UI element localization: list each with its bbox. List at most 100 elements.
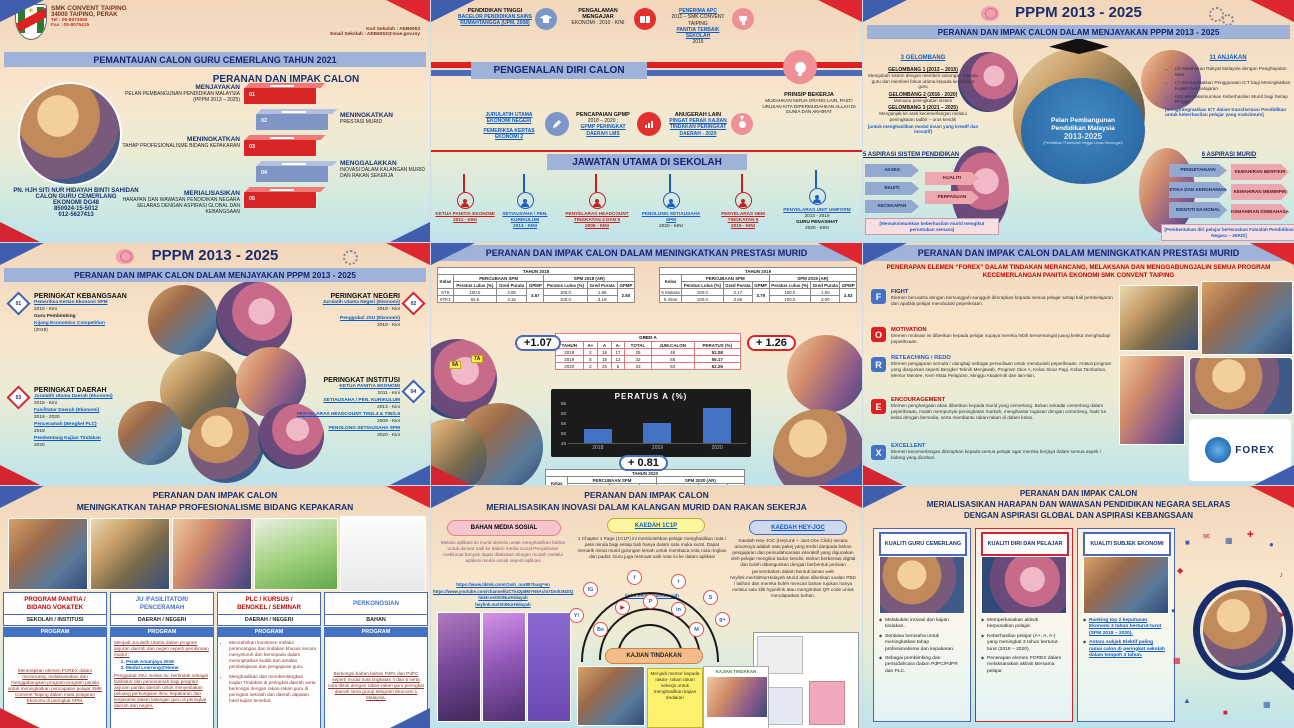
item-text: Elemen kecemerlangan diterapkan kepada s…	[891, 449, 1102, 460]
activity-photo	[8, 518, 88, 590]
youtube-icon[interactable]: ▶	[615, 600, 630, 615]
q4-heading: PERINGKAT INSTITUSI	[323, 377, 400, 384]
col-text: Menerapkan elemen FOREX dalam merancang,…	[3, 636, 107, 728]
messenger-icon[interactable]: M	[689, 622, 704, 637]
flickr-icon[interactable]: Y!	[569, 608, 584, 623]
brain-icon	[116, 249, 134, 264]
impact-desc: TAHAP PROFESIONALISME BIDANG KEPAKARAN	[122, 143, 240, 149]
monitor-icon: ▦	[1263, 700, 1271, 709]
impact-box-02: 02	[256, 111, 328, 130]
slide-1: ★ SMK CONVENT TAIPING 34000 TAIPING, PER…	[0, 0, 430, 242]
media-sosial-links[interactable]: https://www.tiktok.com/@siti_nur85?lang=…	[433, 582, 574, 607]
col-sub: SEKOLAH / INSTITUSI	[3, 615, 107, 626]
mail-icon: ✉	[1203, 532, 1210, 541]
slide-3: PPPM 2013 - 2025 PERANAN DAN IMPAK CALON…	[863, 0, 1294, 242]
anugerah-block: ANUGERAH LAIN PINGAT PERAK KAJIAN TINDAK…	[669, 112, 727, 137]
impact-desc: PELAN PEMBANGUNAN PENDIDIKAN MALAYSIA (P…	[125, 91, 240, 103]
box-number: 04	[261, 170, 268, 176]
gelombang-heading[interactable]: 3 GELOMBANG	[900, 55, 946, 61]
corner-triangle	[390, 465, 430, 485]
facebook-icon[interactable]: f	[627, 570, 642, 585]
card3-bullets[interactable]: Ranking top 2 keputusan Ekonomi 3 tahun …	[1083, 618, 1167, 662]
gpmp-link[interactable]: GPMP PERINGKAT DAERAH LMS	[580, 124, 626, 137]
item-text: Elemen motivasi ini diberikan kepada pel…	[891, 333, 1111, 344]
anugerah-link[interactable]: PINGAT PERAK KAJIAN TINDAKAN PERINGKAT D…	[669, 118, 727, 137]
twitter-icon[interactable]: t	[671, 574, 686, 589]
edu-link[interactable]: BACELOR PENDIDIKAN SAINS RUMAHTANGGA (UP…	[458, 14, 532, 27]
school-tel: Tel : 05-8073650	[51, 18, 88, 23]
forex-item-encouragement: ENCOURAGEMENT Elemen penghargaan akan di…	[891, 397, 1113, 421]
modul-links[interactable]: Perak Amanjaya 2018Modul Learning@Home	[126, 659, 210, 671]
ju-link1[interactable]: JURULATIH UTAMA EKONOMI NEGERI	[485, 112, 533, 125]
calculator-icon: ▦	[1225, 536, 1233, 545]
anjakan-heading[interactable]: 11 ANJAKAN	[1209, 55, 1247, 61]
globe-icon	[1205, 437, 1232, 463]
q2-heading: PERINGKAT NEGERI	[330, 293, 401, 300]
instagram-icon[interactable]: IG	[583, 582, 598, 597]
pinterest-icon[interactable]: P	[643, 594, 658, 609]
linkedin-icon[interactable]: in	[671, 602, 686, 617]
diamond-02: 02	[401, 291, 426, 316]
classroom-photo	[1201, 281, 1293, 355]
col-text: Berkongsi bahan-bahan PdPc dan PdPC sepe…	[324, 636, 428, 728]
slide-4: PPPM 2013 - 2025 PERANAN DAN IMPAK CALON…	[0, 243, 430, 485]
impact-desc: INOVASI DALAM KALANGAN MURID DAN RAKAN S…	[340, 167, 425, 179]
chip-etika: ETIKA DAN KEROHANIAN	[1169, 182, 1227, 198]
pill-kaedah-hey-joc[interactable]: KAEDAH HEY-JOC	[749, 520, 847, 535]
forex-graphic: FOREX	[1189, 419, 1291, 481]
bulb-icon	[808, 170, 826, 205]
ju-link2[interactable]: PEMERIKSA KERTAS EKONOMI 2	[483, 127, 535, 140]
school-fax: Fax : 05-8075415	[51, 23, 90, 28]
aspirasi-sistem-note: [Memaksimumkan keberhasilan murid mengik…	[865, 218, 999, 235]
apc-link[interactable]: PENERIMA APC	[679, 8, 717, 14]
impact-title: MERIALISASIKAN	[184, 190, 240, 197]
impact-box-01: 01	[244, 85, 316, 104]
tiktok-screenshot	[482, 612, 526, 722]
box-number: 05	[249, 196, 256, 202]
apc-link2[interactable]: PANITIA TERBAIK SEKOLAH	[676, 26, 720, 39]
impact-box-04: 04	[256, 163, 328, 182]
chip-ekuiti: EKUITI	[865, 182, 919, 195]
search-icon: ◆	[1177, 566, 1184, 575]
result-tag-7a: 7A	[471, 355, 484, 363]
pill-kaedah-1c1p[interactable]: KAEDAH 1C1P	[607, 518, 705, 533]
card2-photo	[981, 556, 1067, 614]
slide9-title3: DENGAN ASPIRASI GLOBAL DAN ASPIRASI KEBA…	[963, 511, 1194, 520]
chip-perpaduan: PERPADUAN	[925, 191, 979, 204]
behance-icon[interactable]: Be	[593, 622, 608, 637]
impact-box-05: 05	[244, 189, 316, 208]
slide-9: PERANAN DAN IMPAK CALON MERIALISASIKAN H…	[863, 486, 1294, 728]
globe-icon: ●	[1171, 606, 1176, 615]
activity-photo	[90, 518, 170, 590]
impact-desc: HARAPAN DAN WAWASAN PENDIDIKAN NEGARA SE…	[122, 197, 240, 215]
bar-2019	[643, 422, 672, 443]
google-plus-icon[interactable]: g+	[715, 612, 730, 627]
pen-icon	[545, 112, 569, 136]
kajian-poster: KAJIAN TINDAKAN	[703, 666, 769, 728]
gpmp-text: 2018 – 2020 ;	[587, 118, 619, 124]
pengalaman-mengajar: PENGALAMAN MENGAJAR EKONOMI : 2010 - KIN…	[565, 8, 631, 26]
item-heading: EXCELLENT	[891, 443, 926, 449]
teacher-name: PN. HJH SITI NUR HIDAYAH BINTI SAHIDAN	[13, 188, 139, 194]
candidate-photo	[1203, 590, 1283, 670]
graduation-cap-icon	[535, 8, 557, 30]
photo-circle	[1141, 50, 1201, 110]
teacher-ic: 850924-15-5012	[53, 206, 99, 212]
chat-icon: ●	[1269, 540, 1274, 549]
gear-icon	[1209, 7, 1224, 22]
tile-x: X	[871, 445, 886, 460]
music-icon: ♪	[1279, 570, 1283, 579]
skype-icon[interactable]: S	[703, 590, 718, 605]
col-text: Menjadi Jurulatih Utama dalam program an…	[110, 636, 214, 728]
teacher-grade: EKONOMI DG48	[52, 200, 99, 206]
poster-title: KAJIAN TINDAKAN	[715, 669, 757, 674]
col-sub: DAERAH / NEGERI	[217, 615, 321, 626]
